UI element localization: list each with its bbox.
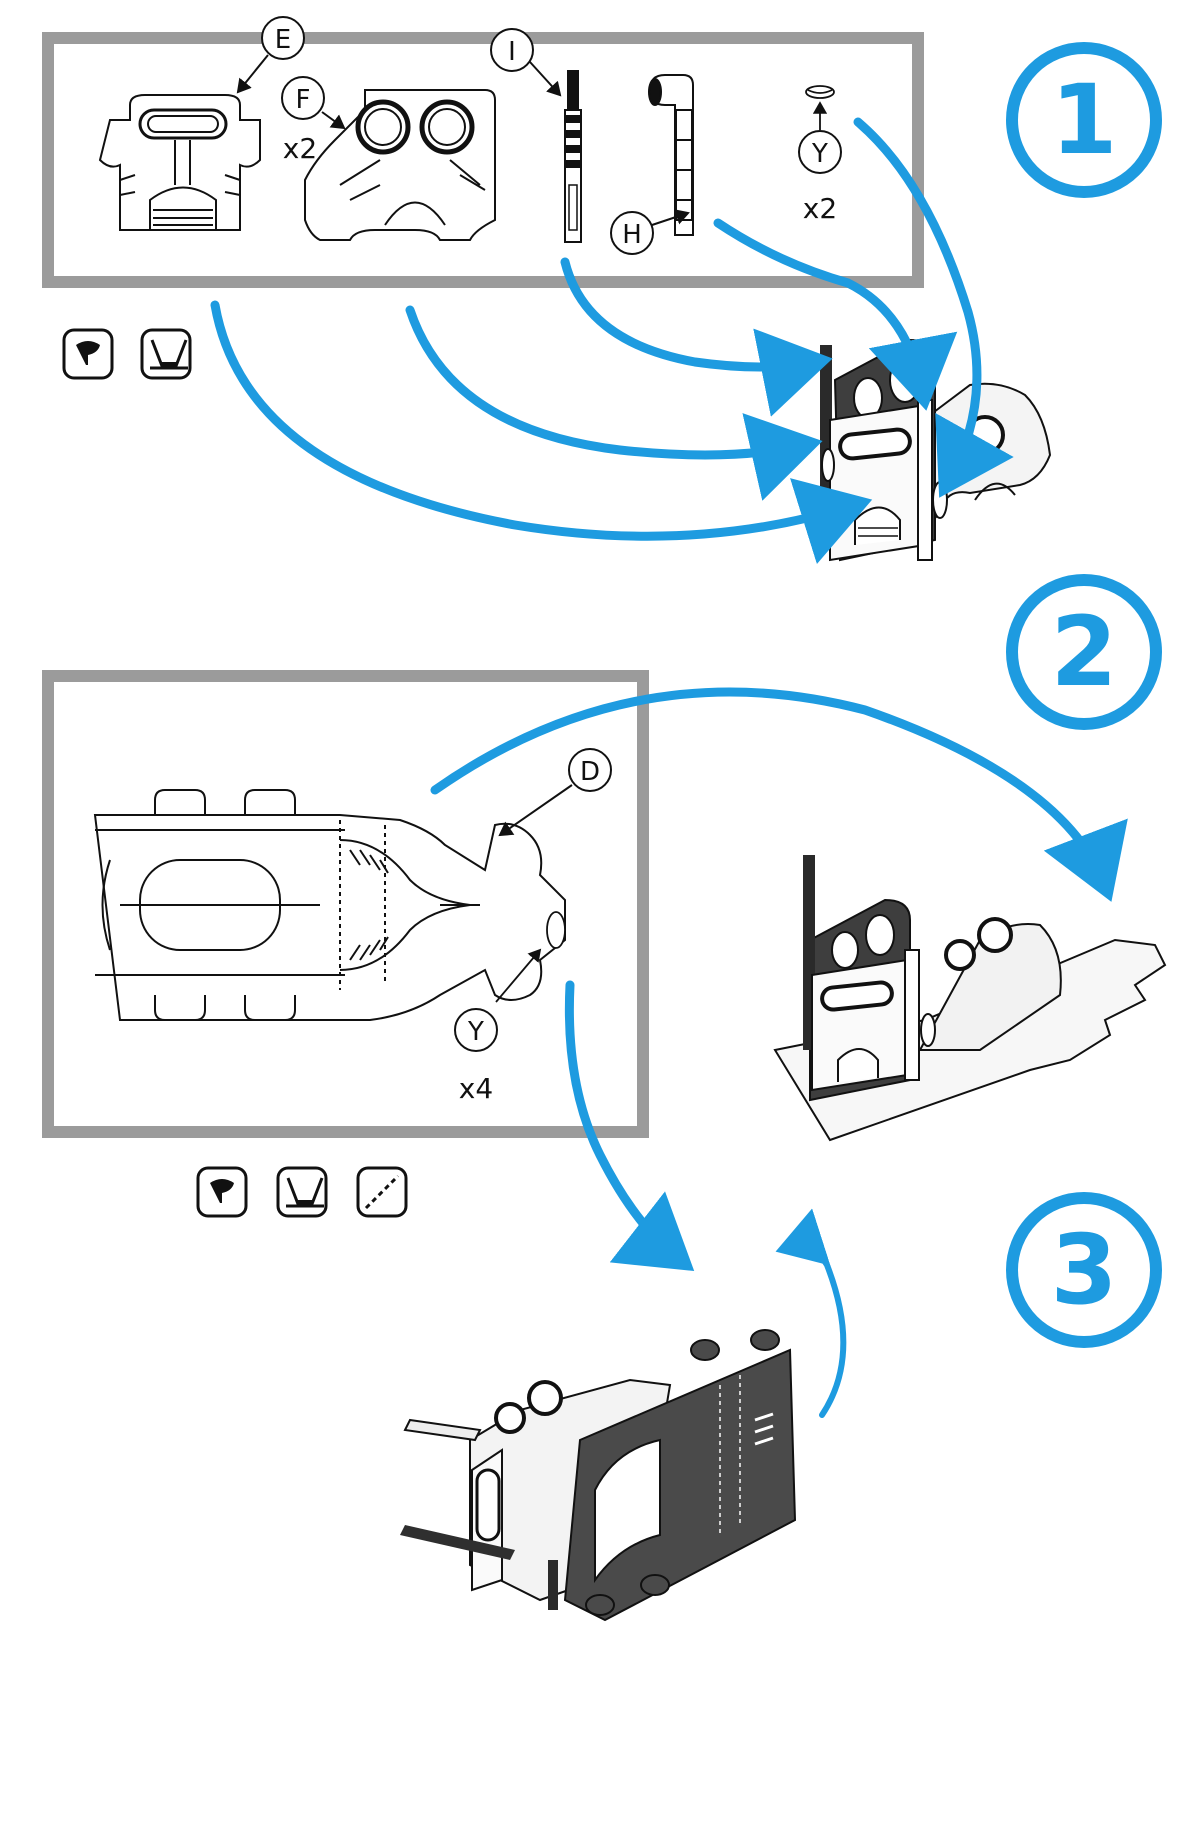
part-d-callout: D	[500, 749, 611, 835]
part-y-label: Y	[811, 139, 828, 169]
step-1: 1 E F	[48, 17, 1156, 560]
part-y-callout: Y x2	[799, 103, 841, 225]
step-3-assembled-model	[400, 1330, 795, 1620]
glue-icon	[64, 330, 112, 378]
step-1-parts-frame	[48, 38, 918, 282]
part-f-quantity: x2	[283, 132, 317, 165]
step-1-badge: 1	[1012, 48, 1156, 192]
part-y-label: Y	[467, 1017, 484, 1047]
part-y-quantity: x4	[459, 1072, 493, 1105]
part-i-drawing	[565, 70, 581, 242]
dashed-fold-icon	[358, 1168, 406, 1216]
fold-press-icon	[278, 1168, 326, 1216]
step-2-assembled-model	[775, 855, 1165, 1140]
step-2: 2 D Y x4	[48, 580, 1165, 1260]
part-e-label: E	[275, 25, 291, 55]
part-d-label: D	[580, 757, 600, 787]
step-1-assembled-model	[820, 340, 1050, 560]
part-h-label: H	[622, 220, 642, 250]
glue-icon	[198, 1168, 246, 1216]
step-3-badge: 3	[1012, 1198, 1156, 1342]
step-3-number: 3	[1051, 1214, 1118, 1326]
step-3: 3	[400, 1198, 1156, 1620]
part-f-label: F	[296, 85, 311, 115]
part-e-drawing	[100, 95, 260, 230]
part-f-callout: F x2	[282, 77, 344, 165]
part-h-drawing	[649, 75, 693, 235]
step-2-number: 2	[1051, 596, 1118, 708]
part-y-quantity: x2	[803, 192, 837, 225]
part-y-drawing	[806, 86, 834, 98]
step-1-number: 1	[1051, 64, 1118, 176]
fold-press-icon	[142, 330, 190, 378]
part-f-drawing	[305, 90, 495, 240]
part-d-drawing	[95, 790, 565, 1020]
rotate-arrow	[787, 1246, 843, 1415]
part-i-label: I	[508, 37, 516, 67]
part-y-drawing	[547, 912, 565, 948]
step-2-badge: 2	[1012, 580, 1156, 724]
